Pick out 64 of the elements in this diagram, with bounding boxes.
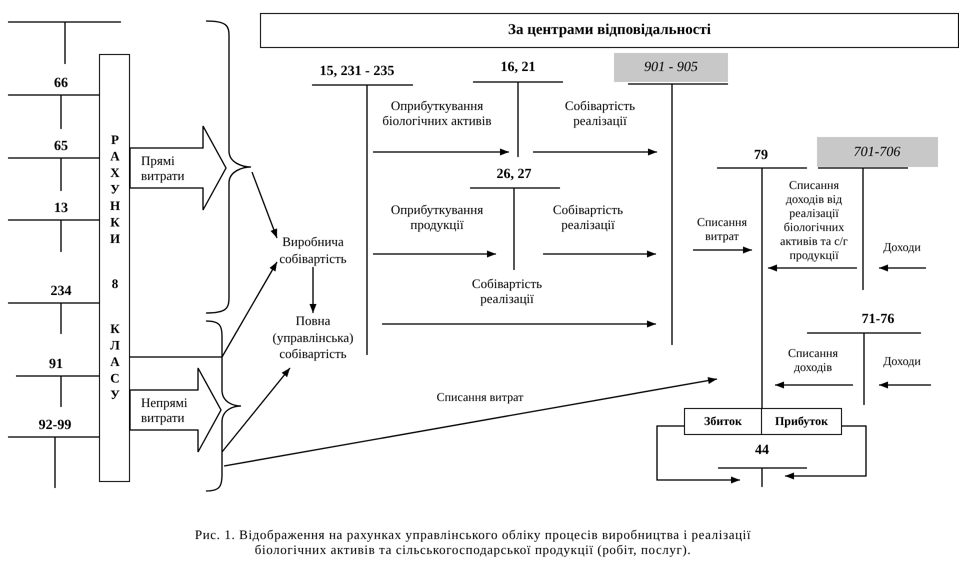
result-cell: Прибуток xyxy=(762,408,842,435)
edge-label: Собівартість реалізації xyxy=(470,276,544,306)
account-number: 66 xyxy=(54,75,68,92)
t-account xyxy=(8,200,99,252)
caption: Рис. 1. Відображення на рахунках управлінського обліку процесів виробництва і реалізації біологічних активів та сільськогосподарської продукції (робіт, послуг). xyxy=(194,527,752,557)
edge-label: Списання доходів від реалізації біологічних активів та с/г продукції xyxy=(779,178,849,262)
account-number: 44 xyxy=(755,442,769,459)
edge-label: Оприбуткування біологічних активів xyxy=(381,98,493,128)
connector-line xyxy=(130,356,222,358)
t-account xyxy=(8,75,99,129)
arrow xyxy=(221,262,278,358)
arrow xyxy=(533,148,657,156)
arrow xyxy=(693,246,752,254)
arrow xyxy=(373,148,509,156)
header-band: За центрами відповідальності xyxy=(260,13,959,48)
arrow xyxy=(373,250,496,258)
edge-label: Доходи xyxy=(882,240,922,254)
vertical-text-box: РАХУНКИ 8 КЛАСУ xyxy=(99,54,130,482)
arrow xyxy=(251,172,278,238)
edge-label: Непрямі витрати xyxy=(141,395,188,425)
t-account xyxy=(718,442,807,487)
edge-label: Прямі витрати xyxy=(141,153,186,183)
account-number: 92-99 xyxy=(38,417,72,434)
edge-label: Списання витрат xyxy=(696,215,748,243)
t-account xyxy=(8,283,99,334)
account-number: 16, 21 xyxy=(500,59,536,76)
curly-brace xyxy=(205,20,252,314)
t-account xyxy=(8,138,99,191)
arrow xyxy=(222,368,290,452)
edge-label: Доходи xyxy=(882,354,922,368)
arrow xyxy=(656,425,740,484)
account-number: 234 xyxy=(50,283,72,300)
account-number: 701-706 xyxy=(854,144,900,161)
curly-brace xyxy=(205,320,242,492)
arrow xyxy=(382,320,656,328)
arrow xyxy=(543,250,656,258)
block-arrow xyxy=(129,125,227,211)
arrow xyxy=(879,382,931,388)
cost-label: Повна (управлінська) собівартість xyxy=(263,313,363,368)
account-number: 71-76 xyxy=(862,311,894,328)
edge-label: Собівартість реалізації xyxy=(552,202,624,232)
arrow xyxy=(310,267,316,313)
t-account xyxy=(16,356,99,407)
arrow xyxy=(224,377,718,467)
account-number: 79 xyxy=(754,147,768,164)
arrow xyxy=(768,264,857,272)
t-account xyxy=(8,417,99,488)
account-number: 15, 231 - 235 xyxy=(320,63,394,80)
result-cell: Збиток xyxy=(684,408,762,435)
t-account xyxy=(8,21,121,64)
account-number: 901 - 905 xyxy=(644,59,698,76)
account-number: 26, 27 xyxy=(496,166,532,183)
account-number: 65 xyxy=(54,138,68,155)
edge-label: Оприбуткування продукції xyxy=(390,202,484,232)
edge-label: Списання доходів xyxy=(786,346,839,374)
block-arrow xyxy=(129,367,222,453)
account-number: 91 xyxy=(49,356,63,373)
account-number: 13 xyxy=(54,200,68,217)
cost-label: Виробнича собівартість xyxy=(276,234,350,267)
arrow xyxy=(785,425,867,480)
edge-label: Списання витрат xyxy=(436,390,524,404)
arrow xyxy=(775,382,853,388)
arrow xyxy=(879,264,926,272)
edge-label: Собівартість реалізації xyxy=(564,98,636,128)
